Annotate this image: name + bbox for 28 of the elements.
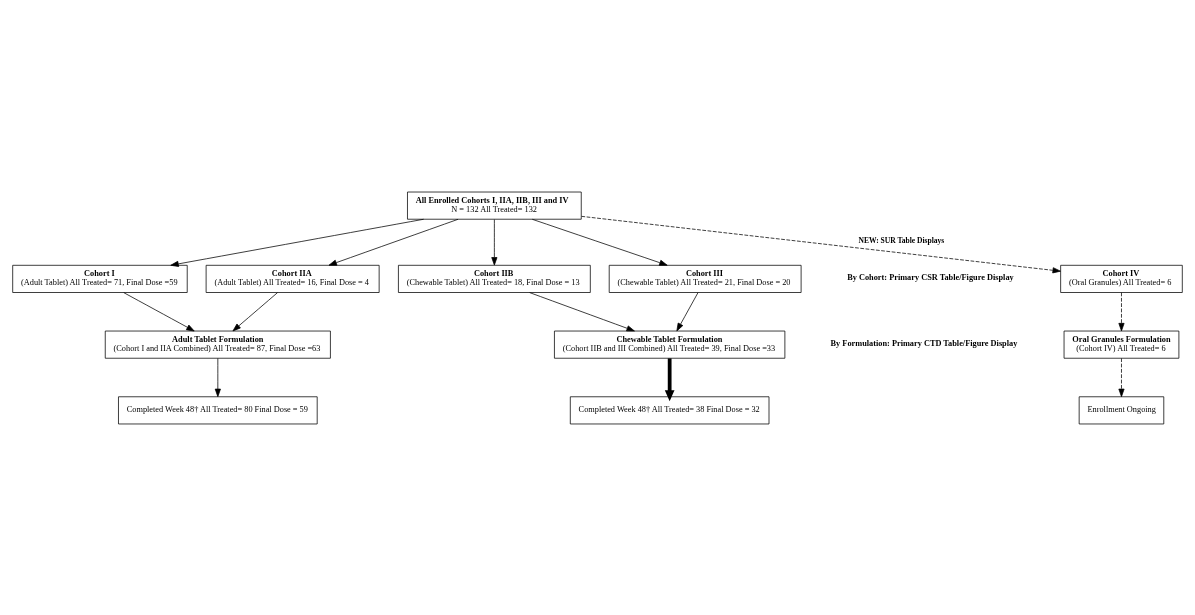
node-box: Cohort I (Adult Tablet) All Treated= 71, Final Dose =59: [12, 264, 188, 293]
node-box: Oral Granules Formulation (Cohort IV) All Treated= 6: [1063, 330, 1180, 359]
node-box: Cohort IIA (Adult Tablet) All Treated= 16, Final Dose = 4: [205, 264, 380, 293]
arrow: [1118, 357, 1125, 397]
arrow: [581, 215, 1061, 273]
node-box: Enrollment Ongoing: [1078, 395, 1165, 424]
node-box: Completed Week 48† All Treated= 80 Final Dose = 59: [118, 395, 318, 424]
node-box: Adult Tablet Formulation (Cohort I and IIA Combined) All Treated= 87, Final Dose =63: [104, 330, 331, 359]
arrow: [531, 218, 668, 266]
arrow: [529, 291, 635, 331]
node-box: Chewable Tablet Formulation (Cohort IIB and III Combined) All Treated= 39, Final Dose =33: [554, 330, 786, 359]
node-box: Cohort III (Chewable Tablet) All Treated= 21, Final Dose = 20: [608, 264, 802, 293]
node-box: Cohort IV (Oral Granules) All Treated= 6: [1060, 264, 1183, 293]
arrow: [123, 291, 195, 331]
arrow: [170, 218, 424, 267]
label: By Cohort: Primary CSR Table/Figure Display: [847, 272, 1014, 282]
node-box: Completed Week 48† All Treated= 38 Final Dose = 32: [569, 395, 770, 424]
arrow: [214, 357, 221, 397]
arrow: [676, 291, 699, 331]
label: By Formulation: Primary CTD Table/Figure Display: [830, 338, 1018, 348]
edge-label: NEW: SUR Table Displays: [858, 235, 945, 245]
arrow: [491, 218, 498, 265]
node-box: All Enrolled Cohorts I, IIA, IIB, III and IV N = 132 All Treated= 132: [407, 191, 582, 220]
arrow: [328, 218, 459, 266]
arrow: [232, 291, 278, 331]
node-box: Cohort IIB (Chewable Tablet) All Treated= 18, Final Dose = 13: [398, 264, 591, 293]
arrow: [664, 357, 675, 401]
arrow: [1118, 291, 1125, 331]
